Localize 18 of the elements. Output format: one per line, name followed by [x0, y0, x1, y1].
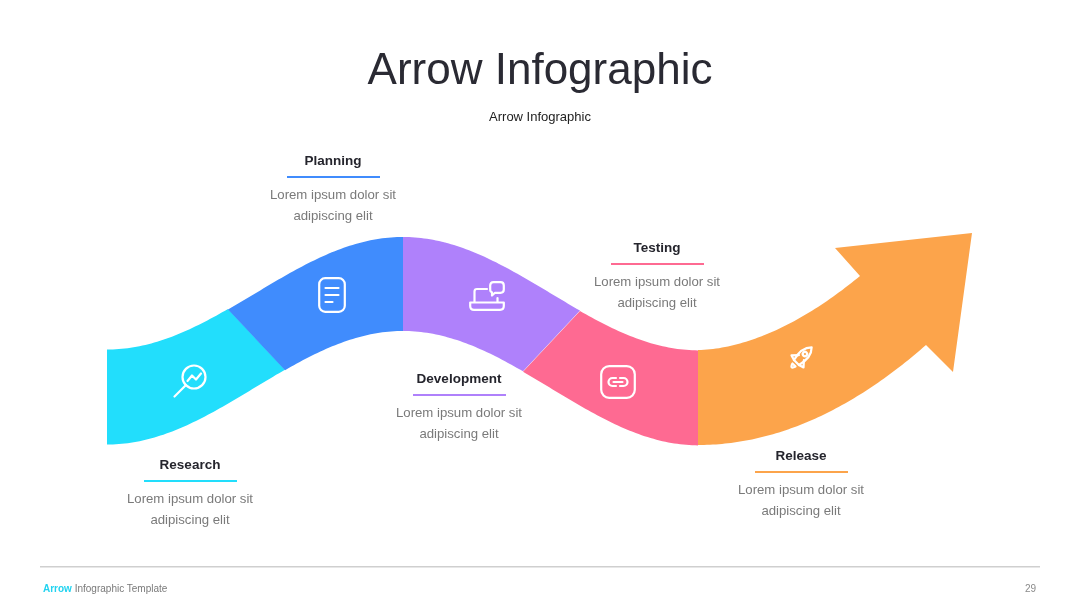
title: Arrow Infographic — [367, 43, 713, 95]
page-number: 29 — [1024, 583, 1036, 595]
stage-heading: Release — [775, 448, 827, 464]
stage-description: Lorem ipsum dolor sit adipiscing elit — [268, 186, 398, 225]
footer-text: Arrow Infographic Template — [43, 583, 168, 595]
wave-band-segment — [107, 309, 285, 445]
subtitle: Arrow Infographic — [489, 109, 591, 125]
stage-description: Lorem ipsum dolor sit adipiscing elit — [592, 273, 722, 312]
stage-description: Lorem ipsum dolor sit adipiscing elit — [394, 404, 524, 443]
stage-heading: Planning — [304, 153, 362, 169]
wave-band-segment — [403, 237, 580, 372]
stage-heading: Testing — [633, 240, 681, 256]
stage-heading: Research — [159, 457, 221, 473]
wave-band-segment — [523, 310, 698, 445]
stage-description: Lorem ipsum dolor sit adipiscing elit — [125, 490, 255, 529]
stage-description: Lorem ipsum dolor sit adipiscing elit — [736, 481, 866, 520]
wave-band-segment — [228, 237, 403, 371]
stage-heading: Development — [416, 371, 502, 387]
